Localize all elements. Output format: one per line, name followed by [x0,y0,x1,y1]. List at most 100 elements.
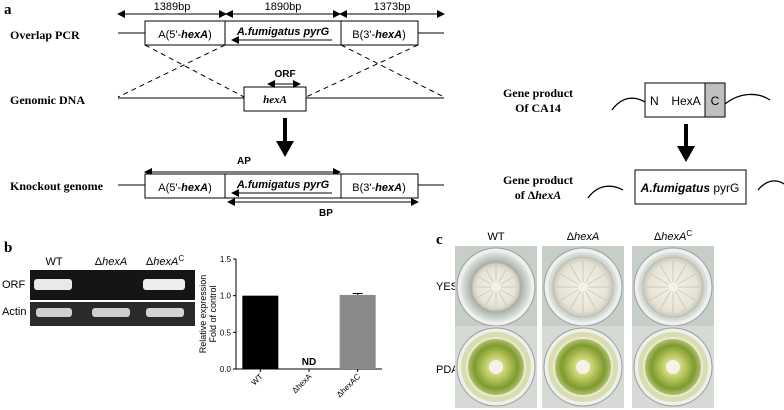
fungal-colony [471,262,521,312]
colony-furrow [675,263,687,283]
colony-furrow [587,289,607,301]
colony-furrow [500,276,515,285]
chart-ylabel-line2: Fold of control [208,285,218,342]
col-header-wt: WT [487,231,504,243]
gel-header-wt: WT [45,256,62,268]
chart-x-tick-label: ΔhexA [290,372,314,396]
gel-orf-band-dhexac [143,279,185,290]
colony-furrow [677,273,697,285]
colony-furrow [587,273,607,285]
ko-seg-mid-label: A.fumigatus pyrG [236,179,330,191]
colony-center [666,360,680,374]
dashed-right-cross [340,44,445,98]
colony-furrow [649,273,669,285]
col-header-dhexa: ΔhexA [567,231,599,243]
dhexa-chain-left [587,185,624,199]
colony-furrow [659,263,671,283]
knockout-arrow-head [276,141,294,157]
fungal-colony [642,256,704,318]
dashed-left-to-gene [144,44,245,98]
colony-furrow [569,263,581,283]
plate-grid [455,246,714,408]
panel-c-letter: c [436,232,443,248]
ko-seg-b-box [340,173,419,199]
n-terminus-label: N [650,94,659,108]
chart-y-tick-label: 0.0 [220,365,232,374]
colony-furrow [500,289,515,298]
panel-b-letter: b [4,240,12,256]
gel-header-dhexac: ΔhexAC [146,254,184,268]
gel-actin-band-wt [36,308,72,317]
chart-x-tick-label: WT [250,372,265,387]
dashed-left-cross [117,44,226,98]
gel-actin-band-dhexac [146,308,184,317]
expression-bar-chart: Relative expression Fold of control ND 0… [198,255,382,399]
row-label-pda: PDA [436,364,459,376]
gp-dhexa-line1: Gene product [503,173,573,187]
seg-a-box [144,20,226,46]
gp-ca14-line2: Of CA14 [515,101,561,115]
gel-header-dhexa: ΔhexA [95,256,127,268]
colony-furrow [498,291,507,306]
dashed-right-to-gene [305,44,419,98]
bp-label: BP [319,208,333,219]
knockout-genome-label: Knockout genome [10,179,104,193]
chart-x-tick-label: ΔhexAC [335,372,362,399]
chart-bar [242,295,279,369]
fungal-colony [552,256,614,318]
seg-b-label: B(3'-hexA) [352,29,405,41]
ko-seg-a-label: A(5'-hexA) [158,182,211,194]
size-left-label: 1389bp [154,1,191,13]
gel-orf-band-wt [34,279,72,290]
chart-y-tick-label: 1.5 [220,255,232,264]
colony-furrow [569,291,581,311]
seg-a-label: A(5'-hexA) [158,29,211,41]
gel-row-orf-label: ORF [2,279,26,291]
pyrg-protein-label: A.fumigatus pyrG [640,181,740,195]
gp-ca14-line1: Gene product [503,86,573,100]
colony-furrow [649,289,669,301]
chart-nd-label: ND [302,357,316,368]
ca14-chain-right [724,93,771,105]
colony-furrow [559,289,579,301]
ko-seg-b-label: B(3'-hexA) [352,182,405,194]
seg-b-box [340,20,419,46]
seg-mid-label: A.fumigatus pyrG [236,26,330,38]
ko-seg-a-box [144,173,226,199]
c-terminus-label: C [711,94,720,108]
dhexa-chain-right [757,180,784,191]
chart-y-tick-label: 0.5 [220,328,232,337]
hexa-gene-label: hexA [263,94,287,106]
ko-seg-mid-box [224,173,342,199]
colony-furrow [485,291,494,306]
chart-bar [339,294,376,369]
size-mid-label: 1890bp [265,1,302,13]
col-header-dhexac: ΔhexAC [654,229,692,243]
colony-furrow [677,289,697,301]
colony-furrow [559,273,579,285]
colony-furrow [659,291,671,311]
ap-label: AP [237,156,251,167]
colony-center [576,360,590,374]
colony-furrow [477,276,492,285]
colony-furrow [477,289,492,298]
colony-furrow [675,291,687,311]
colony-furrow [485,268,494,283]
colony-furrow [498,268,507,283]
gel-actin-band-dhexa [92,308,130,317]
colony-furrow [585,291,597,311]
colony-center [489,360,503,374]
chart-y-tick-label: 1.0 [220,292,232,301]
ca14-chain-left [611,97,646,111]
overlap-pcr-label: Overlap PCR [10,28,80,42]
gel-row-actin-label: Actin [2,306,26,318]
genomic-dna-label: Genomic DNA [10,93,85,107]
hexa-protein-label: HexA [671,94,700,108]
orf-label: ORF [274,69,295,80]
c-terminus-box [704,82,726,118]
chart-ylabel-line1: Relative expression [198,275,208,354]
size-right-label: 1373bp [374,1,411,13]
gp-dhexa-line2: of ΔhexA [515,188,562,202]
